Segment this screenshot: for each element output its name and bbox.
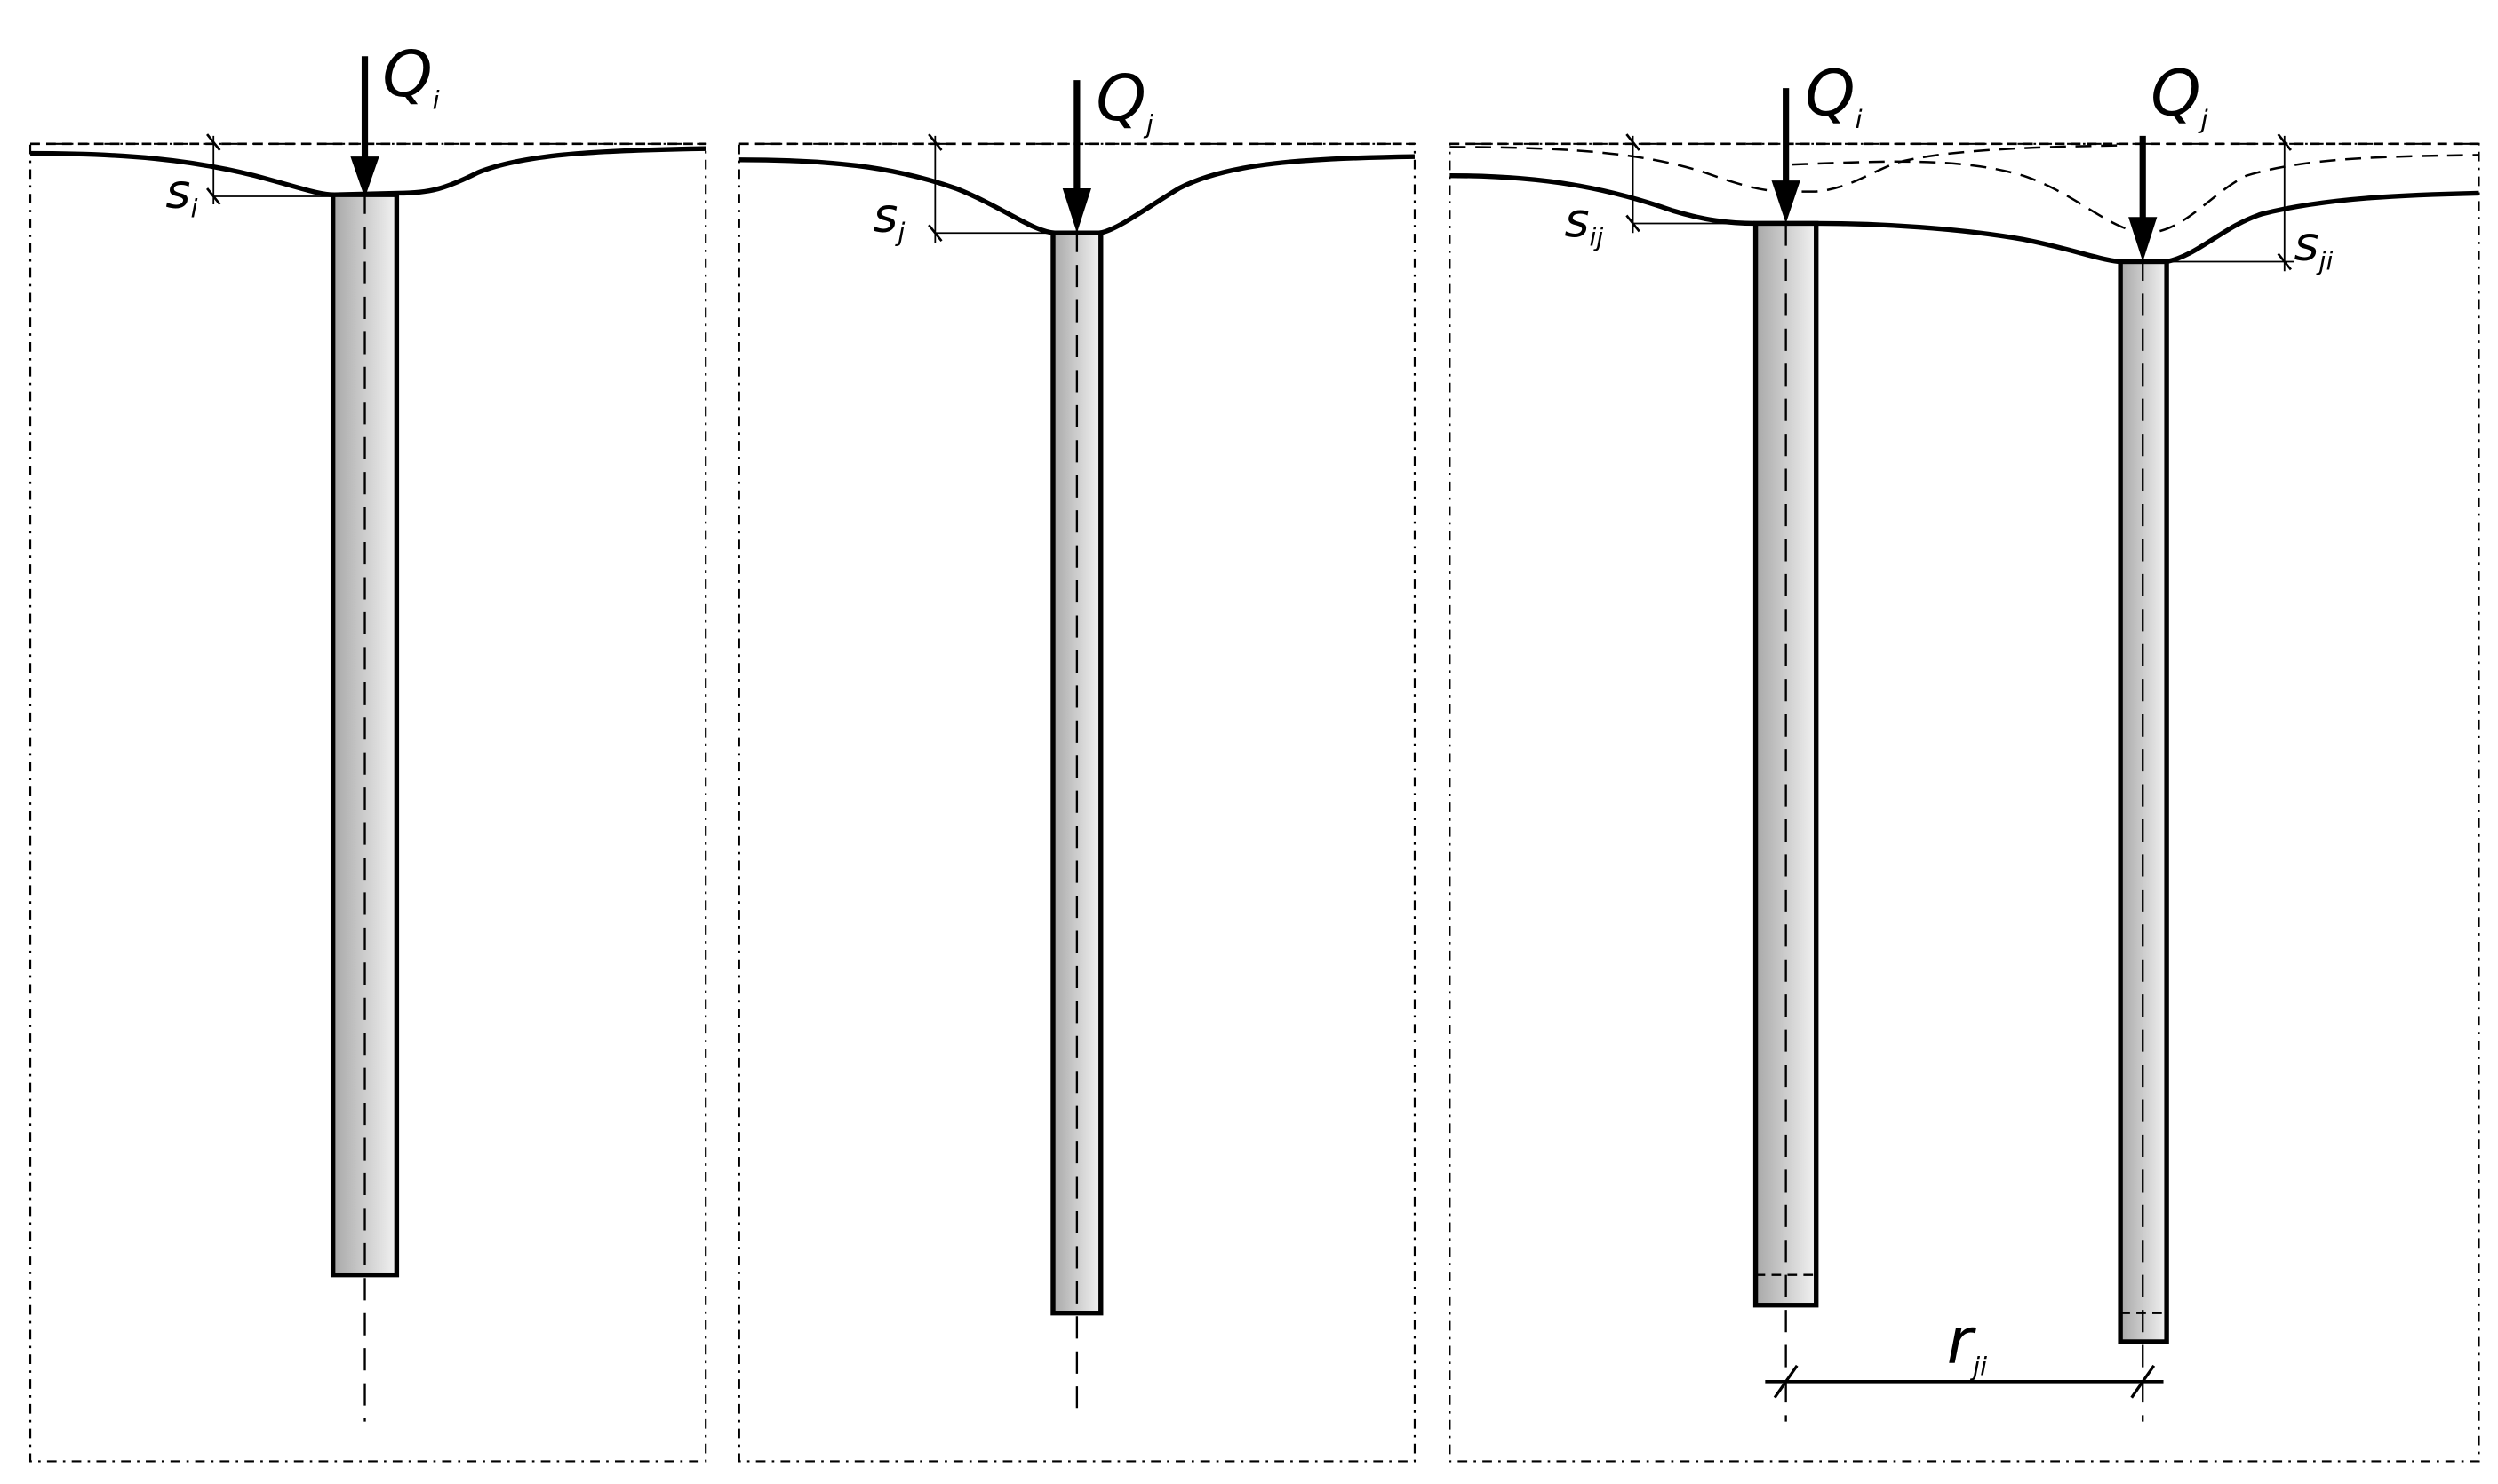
load-arrow-head-icon [350,156,379,198]
load-arrow-head-icon [1771,180,1800,224]
dim-tick [206,187,221,205]
panel-pile-pair-interaction: Qi Qj sij sji rji [1449,56,2480,1463]
load-arrow-head-icon [2128,217,2158,262]
dim-tick [1625,133,1640,151]
dim-tick [928,224,943,243]
panel-single-pile-j: Qj sj [738,60,1417,1463]
dim-tick [206,133,221,151]
combined-settlement-curve [1449,172,2479,265]
dim-tick [1773,1364,1799,1399]
panel-single-pile-i: Qi si [28,36,707,1463]
settlement-ij-label: sij [1564,192,1603,252]
dim-tick [2277,252,2292,271]
load-label-i: Qi [1805,56,1862,134]
load-label: Qi [382,36,439,115]
load-arrow-head-icon [1062,188,1092,234]
dim-tick [2130,1364,2156,1399]
load-label: Qj [1096,60,1153,139]
dim-tick [1625,214,1640,233]
settlement-label: sj [873,187,905,247]
dim-tick [928,133,943,151]
soil-boundary [1449,142,2480,1463]
dim-tick [2277,133,2292,151]
load-label-j: Qj [2151,56,2207,134]
spacing-label: rji [1947,1303,1987,1381]
settlement-label: si [165,164,197,224]
settlement-ji-label: sji [2294,216,2334,276]
